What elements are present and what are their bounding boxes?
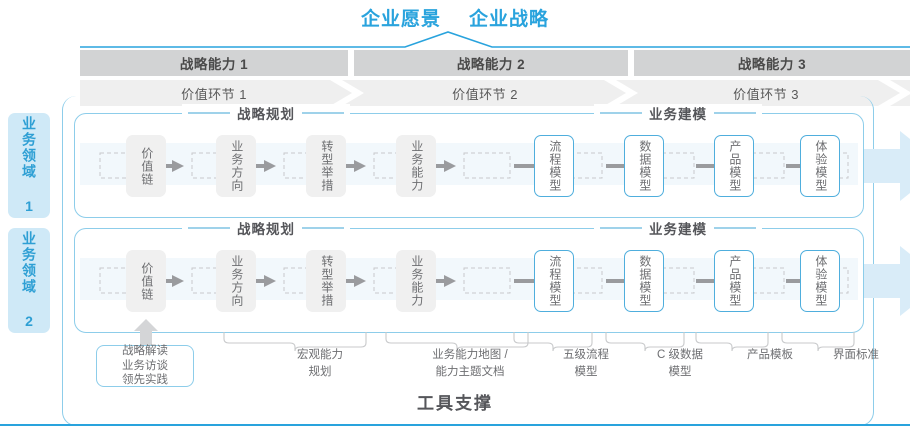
caption-rule-right: [714, 112, 756, 114]
node-label: 价值链: [139, 146, 154, 186]
strategic-capability-bar: 战略能力 1 战略能力 2 战略能力 3: [80, 50, 910, 76]
node-label: 体验模型: [813, 140, 828, 192]
value-chain-label-2: 价值环节 2: [452, 86, 518, 102]
value-chain-label-3: 价值环节 3: [733, 86, 799, 102]
value-chain-chevron-shape: [80, 80, 910, 106]
tool-label-text: 五级流程 模型: [563, 349, 609, 378]
domain-tab-2[interactable]: 业务领域 2: [8, 228, 50, 333]
enterprise-vision-title: 企业愿景: [360, 8, 441, 30]
node-business-capability-2[interactable]: 业务能力: [396, 250, 436, 312]
tool-callout-strategy[interactable]: 战略解读 业务访谈 领先实践: [96, 345, 194, 387]
caption-rule-left: [188, 227, 230, 229]
caption-rule-right: [302, 227, 344, 229]
domain-row-2: 战略规划 业务建模 价值链 业务方向 转型举措 业务能力 流程模型 数据模型 产…: [74, 219, 910, 333]
node-label: 产品模型: [727, 255, 742, 307]
capability-label-3: 战略能力 3: [737, 57, 807, 72]
tool-support-braces: [223, 332, 855, 352]
caption-rule-right: [302, 112, 344, 114]
node-business-direction-2[interactable]: 业务方向: [216, 250, 256, 312]
node-value-chain-1[interactable]: 价值链: [126, 135, 166, 197]
flow-arrow-head-2: [834, 246, 910, 316]
tool-support-title: 工具支撑: [0, 388, 910, 414]
node-label: 业务能力: [409, 140, 424, 192]
node-label: 数据模型: [637, 140, 652, 192]
node-process-model-2[interactable]: 流程模型: [534, 250, 574, 312]
tool-support-title-text: 工具支撑: [417, 393, 493, 413]
capability-cell-3[interactable]: 战略能力 3: [634, 50, 910, 76]
node-business-direction-1[interactable]: 业务方向: [216, 135, 256, 197]
section-caption-business-modeling-2: 业务建模: [594, 219, 762, 237]
node-label: 转型举措: [319, 255, 334, 307]
tool-label-product-template: 产品模板: [710, 347, 830, 364]
capability-cell-2[interactable]: 战略能力 2: [354, 50, 628, 76]
node-value-chain-2[interactable]: 价值链: [126, 250, 166, 312]
node-label: 数据模型: [637, 255, 652, 307]
node-product-model-1[interactable]: 产品模型: [714, 135, 754, 197]
top-titles: 企业愿景 企业战略: [0, 4, 910, 30]
tool-label-capability-map: 业务能力地图 / 能力主题文档: [400, 347, 540, 380]
tool-label-c-level-data: C 级数据 模型: [620, 347, 740, 380]
node-experience-model-2[interactable]: 体验模型: [800, 250, 840, 312]
caption-rule-left: [188, 112, 230, 114]
tool-label-text: 宏观能力 规划: [297, 349, 343, 378]
domain-tab-label-2: 业务领域 2: [21, 230, 37, 331]
node-label: 产品模型: [727, 140, 742, 192]
section-caption-strategy-planning-1: 战略规划: [182, 104, 350, 122]
domain-row-1: 战略规划 业务建模 价值链 业务方向 转型举措 业务能力 流程模型 数据模型 产…: [74, 104, 910, 218]
node-label: 价值链: [139, 261, 154, 301]
tool-label-text: 界面标准: [833, 349, 879, 361]
enterprise-strategy-title: 企业战略: [469, 8, 550, 30]
flow-arrow-head-1: [834, 131, 910, 201]
node-label: 业务方向: [229, 140, 244, 192]
node-label: 体验模型: [813, 255, 828, 307]
title-connector-line: [80, 31, 910, 48]
section-title-strategy-planning-2: 战略规划: [237, 222, 295, 237]
tool-label-text: C 级数据 模型: [657, 349, 703, 378]
node-label: 流程模型: [547, 140, 562, 192]
tool-label-text: 产品模板: [747, 349, 793, 361]
node-transformation-1[interactable]: 转型举措: [306, 135, 346, 197]
node-process-model-1[interactable]: 流程模型: [534, 135, 574, 197]
node-label: 流程模型: [547, 255, 562, 307]
node-data-model-1[interactable]: 数据模型: [624, 135, 664, 197]
domain-tab-label-1: 业务领域 1: [21, 115, 37, 216]
capability-cell-1[interactable]: 战略能力 1: [80, 50, 348, 76]
section-caption-business-modeling-1: 业务建模: [594, 104, 762, 122]
capability-label-1: 战略能力 1: [179, 57, 249, 72]
node-data-model-2[interactable]: 数据模型: [624, 250, 664, 312]
caption-rule-left: [600, 112, 642, 114]
section-title-business-modeling-1: 业务建模: [649, 107, 707, 122]
node-experience-model-1[interactable]: 体验模型: [800, 135, 840, 197]
tool-support-labels: 战略解读 业务访谈 领先实践 宏观能力 规划 业务能力地图 / 能力主题文档 五…: [74, 319, 904, 389]
value-chain-cell-2[interactable]: 价值环节 2: [348, 80, 622, 106]
tool-label-five-level-process: 五级流程 模型: [526, 347, 646, 380]
section-title-strategy-planning-1: 战略规划: [237, 107, 295, 122]
value-chain-bar: 价值环节 1 价值环节 2 价值环节 3: [80, 80, 910, 106]
tool-label-text: 业务能力地图 / 能力主题文档: [432, 349, 508, 378]
value-chain-labels: 价值环节 1 价值环节 2 价值环节 3: [80, 80, 910, 106]
node-label: 业务方向: [229, 255, 244, 307]
node-label: 业务能力: [409, 255, 424, 307]
node-business-capability-1[interactable]: 业务能力: [396, 135, 436, 197]
caption-rule-right: [714, 227, 756, 229]
bottom-accent-rule: [0, 424, 910, 426]
tool-callout-text: 战略解读 业务访谈 领先实践: [122, 344, 168, 387]
tool-label-ui-standard: 界面标准: [796, 347, 910, 364]
tool-label-macro-capability: 宏观能力 规划: [260, 347, 380, 380]
node-product-model-2[interactable]: 产品模型: [714, 250, 754, 312]
domain-tab-1[interactable]: 业务领域 1: [8, 113, 50, 218]
section-title-business-modeling-2: 业务建模: [649, 222, 707, 237]
section-caption-strategy-planning-2: 战略规划: [182, 219, 350, 237]
node-transformation-2[interactable]: 转型举措: [306, 250, 346, 312]
callout-up-arrow-icon: [134, 319, 158, 347]
node-label: 转型举措: [319, 140, 334, 192]
value-chain-cell-3[interactable]: 价值环节 3: [622, 80, 910, 106]
caption-rule-left: [600, 227, 642, 229]
value-chain-cell-1[interactable]: 价值环节 1: [80, 80, 348, 106]
capability-label-2: 战略能力 2: [456, 57, 526, 72]
value-chain-label-1: 价值环节 1: [181, 86, 247, 102]
